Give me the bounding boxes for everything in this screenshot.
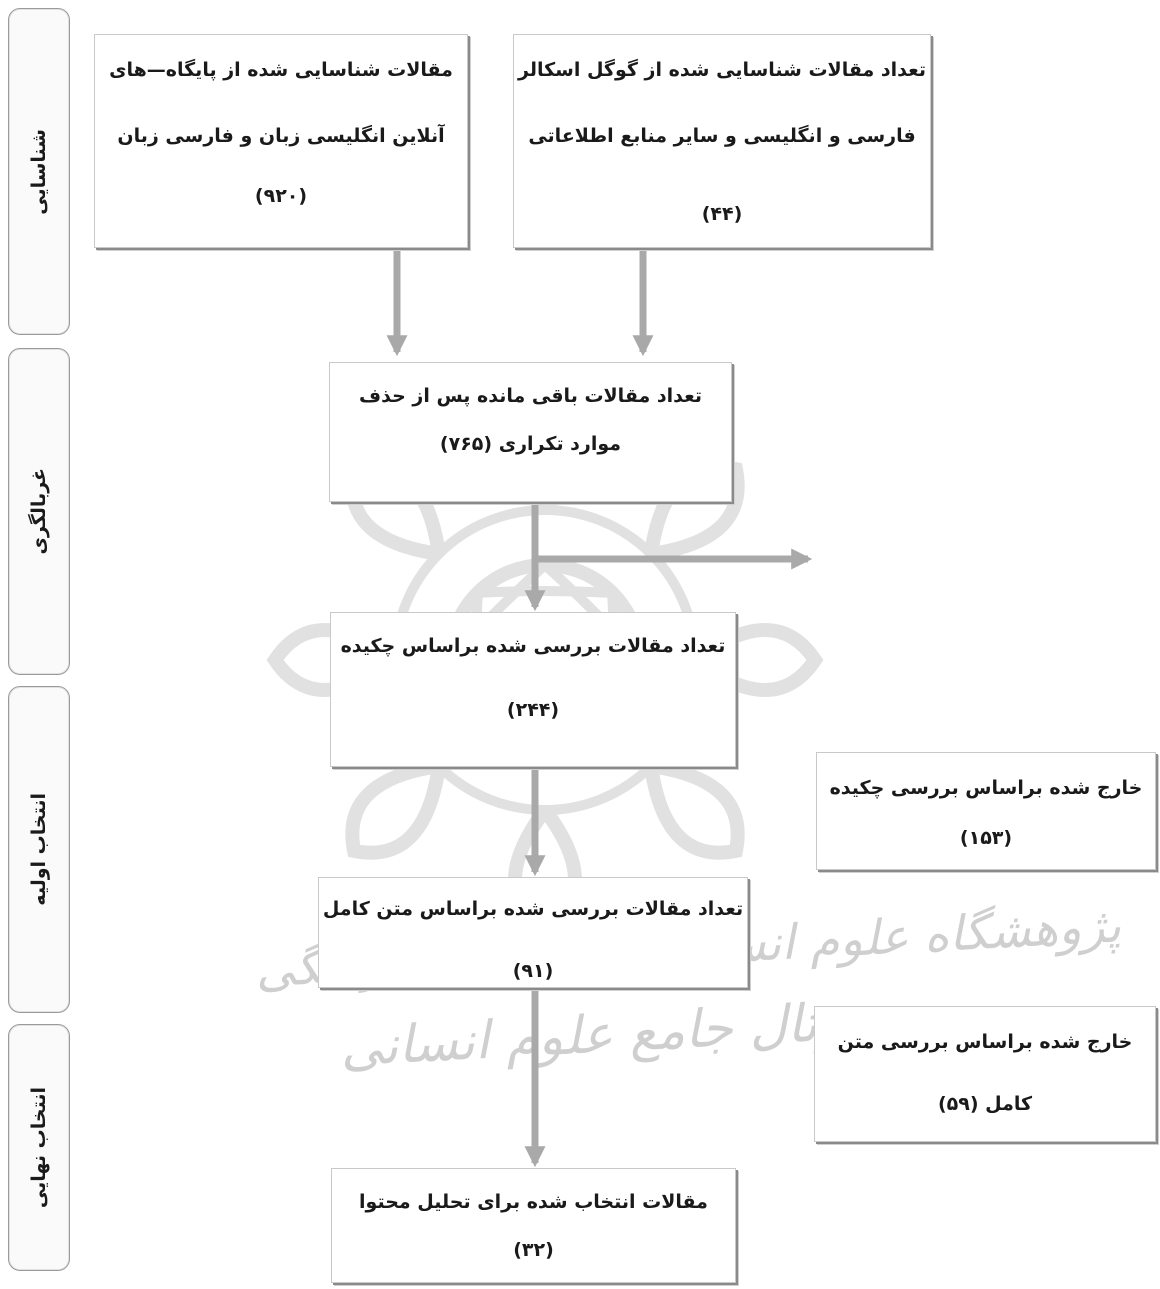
box-line: کامل (۵۹)	[937, 1093, 1033, 1115]
box-line: تعداد مقالات شناسایی شده از گوگل اسکالر	[518, 59, 926, 81]
box-line: تعداد مقالات باقی مانده پس از حذف	[359, 385, 702, 407]
box-databases: مقالات شناسایی شده از پایگاه—های آنلاین …	[94, 34, 468, 248]
box-count: (۳۲)	[513, 1239, 554, 1261]
box-line: فارسی و انگلیسی و سایر منابع اطلاعاتی	[528, 125, 916, 147]
stage-final-selection: انتخاب نهایی	[8, 1024, 70, 1271]
box-abstract-reviewed: تعداد مقالات بررسی شده براساس چکیده (۲۴۴…	[330, 612, 736, 767]
box-count: (۹۲۰)	[254, 185, 308, 207]
box-after-duplicates: تعداد مقالات باقی مانده پس از حذف موارد …	[329, 362, 732, 502]
box-line: موارد تکراری (۷۶۵)	[439, 433, 622, 455]
box-excluded-abstract: خارج شده براساس بررسی چکیده (۱۵۳)	[816, 752, 1156, 870]
box-line: آنلاین انگلیسی زبان و فارسی زبان	[117, 125, 445, 147]
box-excluded-fulltext: خارج شده براساس بررسی متن کامل (۵۹)	[814, 1006, 1156, 1142]
box-count: (۹۱)	[512, 960, 554, 982]
box-count: (۱۵۳)	[959, 827, 1013, 849]
box-line: تعداد مقالات بررسی شده براساس چکیده	[340, 635, 726, 657]
stage-initial-selection: انتخاب اولیه	[8, 686, 70, 1013]
box-fulltext-reviewed: تعداد مقالات بررسی شده براساس متن کامل (…	[318, 877, 748, 988]
stage-screening: غربالگری	[8, 348, 70, 675]
box-line: خارج شده براساس بررسی متن	[837, 1031, 1133, 1053]
box-line: تعداد مقالات بررسی شده براساس متن کامل	[322, 898, 744, 920]
box-scholar: تعداد مقالات شناسایی شده از گوگل اسکالر …	[513, 34, 931, 248]
box-count: (۲۴۴)	[506, 699, 560, 721]
box-line: مقالات شناسایی شده از پایگاه—های	[109, 59, 453, 81]
box-line: خارج شده براساس بررسی چکیده	[829, 777, 1143, 799]
box-count: (۴۴)	[701, 203, 743, 225]
box-content-analysis: مقالات انتخاب شده برای تحلیل محتوا (۳۲)	[331, 1168, 736, 1283]
stage-identification: شناسایی	[8, 8, 70, 335]
box-line: مقالات انتخاب شده برای تحلیل محتوا	[359, 1191, 708, 1213]
